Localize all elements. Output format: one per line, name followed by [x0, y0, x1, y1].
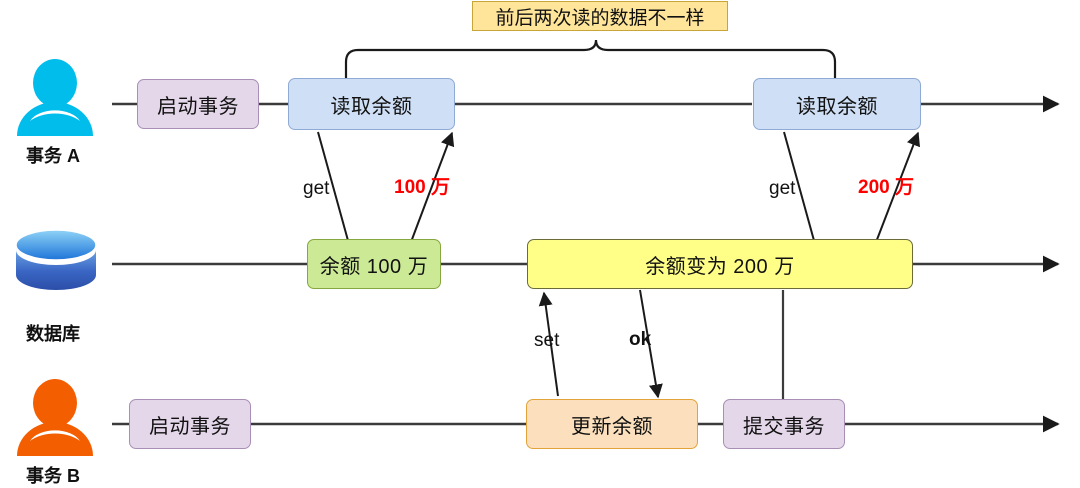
- node-b-begin-transaction[interactable]: 启动事务: [129, 399, 251, 449]
- arrow-set: [538, 291, 559, 397]
- node-a-read-balance-1[interactable]: 读取余额: [288, 78, 455, 130]
- arrow-get-2: [783, 131, 822, 257]
- lane-label-database: 数据库: [26, 324, 80, 344]
- edge-label-get-2: get: [769, 178, 796, 199]
- node-b-commit-transaction[interactable]: 提交事务: [723, 399, 845, 449]
- node-b-update-balance[interactable]: 更新余额: [526, 399, 698, 449]
- edge-label-set: set: [534, 330, 560, 351]
- edge-label-value-2: 200 万: [858, 177, 914, 198]
- node-a-begin-transaction[interactable]: 启动事务: [137, 79, 259, 129]
- callout-banner: 前后两次读的数据不一样: [472, 1, 728, 31]
- lane-label-transaction-a: 事务 A: [26, 146, 80, 166]
- person-icon-b: [17, 379, 93, 456]
- database-cylinder-icon: [15, 229, 97, 290]
- arrow-get-1: [317, 131, 356, 257]
- node-db-balance-updated[interactable]: 余额变为 200 万: [527, 239, 913, 289]
- edge-label-ok: ok: [629, 329, 652, 350]
- edge-label-get-1: get: [303, 178, 330, 199]
- brace-connector: [344, 39, 837, 82]
- node-a-read-balance-2[interactable]: 读取余额: [753, 78, 921, 130]
- lane-label-transaction-b: 事务 B: [26, 466, 80, 486]
- arrow-value-1: [407, 131, 455, 251]
- edge-label-value-1: 100 万: [394, 177, 450, 198]
- person-icon-a: [17, 59, 93, 136]
- arrow-ok: [639, 289, 663, 399]
- node-db-balance-initial[interactable]: 余额 100 万: [307, 239, 441, 289]
- arrow-value-2: [872, 131, 921, 251]
